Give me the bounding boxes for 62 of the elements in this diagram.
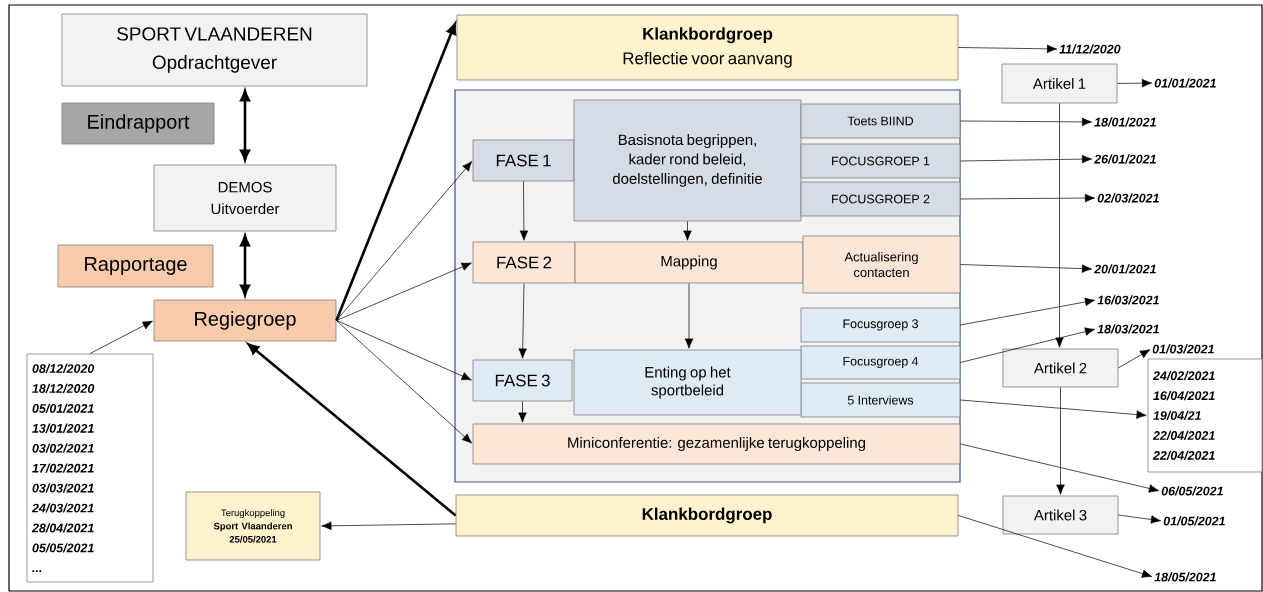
process-box: 5 Interviews (800, 382, 961, 418)
arrow (1117, 78, 1152, 88)
arrow (518, 283, 527, 359)
process-box: FASE 1 (472, 139, 575, 182)
arrow (684, 283, 694, 349)
date-text: 02/03/2021 (1097, 193, 1159, 203)
arrow (960, 399, 1147, 419)
arrow (958, 515, 1153, 578)
process-box: Eindrapport (61, 102, 215, 145)
process-box: Focusgroep 3 (800, 307, 961, 343)
process-box: Terugkoppeling Sport Vlaanderen 25/05/2021 (185, 491, 321, 561)
date-text: 01/05/2021 (1163, 516, 1225, 526)
arrow (960, 264, 1092, 273)
process-box: FOCUSGROEP 1 (800, 143, 961, 179)
arrow (960, 443, 1160, 493)
process-box: Klankbordgroep (455, 494, 959, 537)
process-box: Artikel 1 (1001, 63, 1118, 104)
date-text: 18/01/2021 (1094, 117, 1156, 127)
process-box: Toets BIIND (800, 103, 961, 139)
date-text: 16/03/2021 (1097, 295, 1159, 305)
process-box: Regiegroep (153, 299, 337, 342)
arrow (518, 401, 527, 423)
arrow (247, 343, 457, 517)
date-text: 11/12/2020 (1059, 44, 1121, 54)
date-text: 06/05/2021 (1161, 486, 1223, 496)
date-list: 24/02/2021 16/04/2021 19/04/21 22/04/2021 22/04/2021 (1147, 358, 1263, 473)
arrow (1056, 387, 1065, 495)
arrow (336, 320, 472, 381)
date-text: 01/03/2021 (1152, 344, 1214, 354)
arrow (958, 44, 1057, 54)
arrow (1055, 103, 1064, 348)
process-box: Rapportage (57, 244, 214, 288)
process-box: Actualisering contacten (802, 235, 961, 294)
arrow (683, 221, 692, 241)
process-box: Artikel 2 (1002, 348, 1119, 388)
process-box: Basisnota begrippen, kader rond beleid, doelstellingen, definitie (573, 99, 802, 222)
arrow (960, 154, 1092, 164)
process-box: FOCUSGROEP 2 (800, 181, 961, 217)
arrow (1118, 349, 1151, 369)
arrow (960, 117, 1092, 127)
process-box: SPORT VLAANDEREN Opdrachtgever (61, 13, 368, 87)
date-text: 18/05/2021 (1154, 572, 1216, 582)
process-box: Focusgroep 4 (800, 345, 961, 380)
arrow (89, 320, 153, 354)
process-box: FASE 3 (472, 359, 573, 402)
arrow (960, 327, 1096, 363)
arrow (1118, 514, 1162, 524)
date-list: 08/12/2020 18/12/2020 05/01/2021 13/01/2021 03/02/2021 17/02/2021 03/03/2021 24/03/2021 28/04/2021 05/05/2021 ... (26, 353, 154, 583)
process-box: Artikel 3 (1002, 495, 1119, 535)
arrow (960, 297, 1096, 326)
arrow (336, 320, 472, 444)
date-text: 01/01/2021 (1154, 78, 1216, 88)
process-box: Klankbordgroep Reflectie voor aanvang (456, 14, 959, 81)
date-text: 18/03/2021 (1097, 324, 1159, 334)
process-box: Miniconferentie: gezamenlijke terugkoppeling (472, 423, 961, 465)
date-text: 20/01/2021 (1094, 264, 1156, 274)
arrow (519, 181, 529, 241)
process-box: FASE 2 (472, 241, 576, 284)
date-text: 26/01/2021 (1094, 154, 1156, 164)
process-box: DEMOS Uitvoerder (153, 164, 337, 232)
arrow (321, 521, 456, 531)
arrow (960, 193, 1095, 203)
